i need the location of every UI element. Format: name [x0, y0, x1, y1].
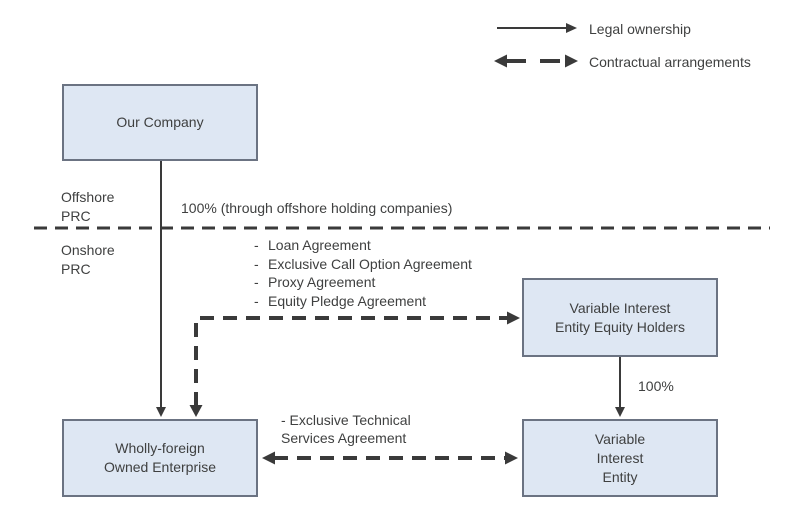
legend-legal-ownership-label: Legal ownership	[589, 21, 691, 37]
ownership-arrow-equity-holders-to-vie	[615, 357, 625, 417]
agreement-label: Proxy Agreement	[268, 274, 376, 290]
vie-equity-holders-box: Variable Interest Entity Equity Holders	[522, 278, 718, 357]
offshore-ownership-percentage-label: 100% (through offshore holding companies…	[181, 200, 453, 216]
list-bullet: -	[254, 274, 259, 290]
list-bullet: -	[254, 237, 259, 253]
agreement-item: - Equity Pledge Agreement	[254, 292, 472, 311]
agreement-item: - Exclusive Call Option Agreement	[254, 255, 472, 274]
vie-box: Variable Interest Entity	[522, 419, 718, 497]
contractual-arrow-wfoe-to-vie-equity-holders	[189, 311, 520, 417]
legend-contractual-arrangements-label: Contractual arrangements	[589, 54, 751, 70]
list-bullet: -	[254, 292, 259, 309]
our-company-box: Our Company	[62, 84, 258, 161]
offshore-prc-label: Offshore PRC	[61, 189, 115, 224]
vie-ownership-percentage-label: 100%	[638, 378, 674, 394]
list-bullet: -	[254, 255, 259, 272]
contractual-arrow-wfoe-to-vie	[262, 451, 518, 465]
legal-ownership-arrow-icon	[497, 23, 577, 33]
agreement-label: Loan Agreement	[268, 237, 371, 253]
wfoe-box: Wholly-foreign Owned Enterprise	[62, 419, 258, 497]
contractual-arrangements-arrow-icon	[494, 54, 578, 68]
technical-services-agreement-label: - Exclusive Technical Services Agreement	[281, 412, 411, 446]
contractual-agreements-list: - Loan Agreement - Exclusive Call Option…	[254, 236, 472, 310]
ownership-arrow-our-company-to-wfoe	[156, 161, 166, 417]
onshore-prc-label: Onshore PRC	[61, 242, 115, 277]
agreement-label: Equity Pledge Agreement	[268, 292, 426, 309]
agreement-item: - Loan Agreement	[254, 236, 472, 255]
agreement-item: - Proxy Agreement	[254, 273, 472, 292]
agreement-label: Exclusive Call Option Agreement	[268, 255, 472, 272]
